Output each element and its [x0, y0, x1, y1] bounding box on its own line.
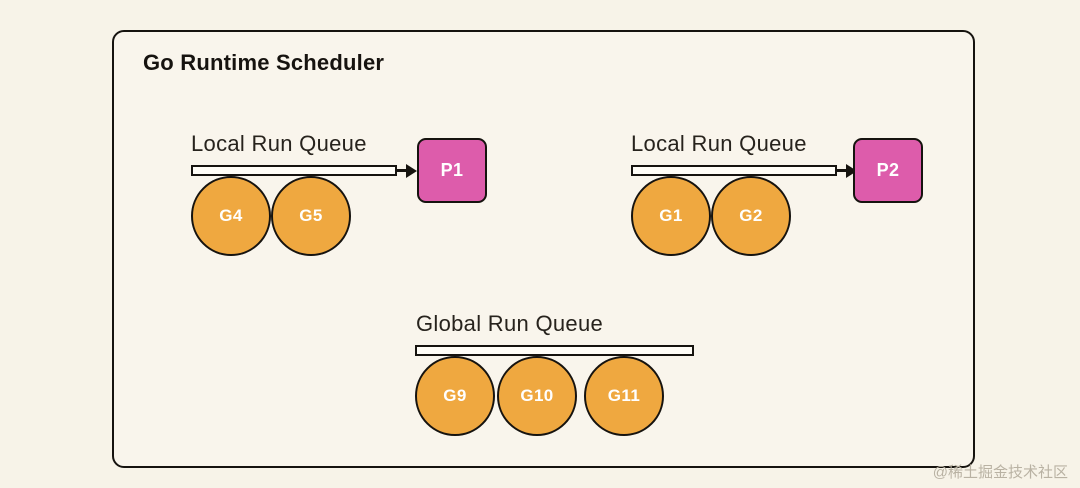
- goroutine-node: G1: [631, 176, 711, 256]
- local-run-queue-2-arrow-icon: [846, 163, 857, 178]
- goroutine-label: G9: [443, 386, 467, 405]
- local-run-queue-1-label: Local Run Queue: [191, 131, 367, 156]
- goroutine-label: G5: [299, 206, 323, 225]
- goroutine-label: G2: [739, 206, 763, 225]
- local-run-queue-1-bar: [191, 165, 397, 176]
- processor-node: P2: [853, 138, 923, 203]
- goroutine-label: G1: [659, 206, 683, 225]
- goroutine-label: G11: [607, 386, 641, 405]
- goroutine-node: G5: [271, 176, 351, 256]
- goroutine-node: G9: [415, 356, 495, 436]
- local-run-queue-1-arrow-icon: [406, 163, 417, 178]
- goroutine-label: G10: [520, 386, 554, 405]
- processor-node: P1: [417, 138, 487, 203]
- goroutine-label: G4: [219, 206, 243, 225]
- local-run-queue-2-label: Local Run Queue: [631, 131, 807, 156]
- processor-label: P1: [440, 160, 464, 180]
- local-run-queue-1-arrow-stem: [396, 169, 409, 172]
- local-run-queue-2-arrow-stem: [836, 169, 849, 172]
- processor-label: P2: [876, 160, 900, 180]
- goroutine-node: G4: [191, 176, 271, 256]
- global-run-queue-label: Global Run Queue: [416, 311, 604, 336]
- local-run-queue-2-bar: [631, 165, 837, 176]
- page-title: Go Runtime Scheduler: [143, 50, 385, 75]
- goroutine-node: G11: [584, 356, 664, 436]
- goroutine-node: G10: [497, 356, 577, 436]
- watermark: @稀土掘金技术社区: [932, 464, 1068, 481]
- global-run-queue-bar: [415, 345, 694, 356]
- goroutine-node: G2: [711, 176, 791, 256]
